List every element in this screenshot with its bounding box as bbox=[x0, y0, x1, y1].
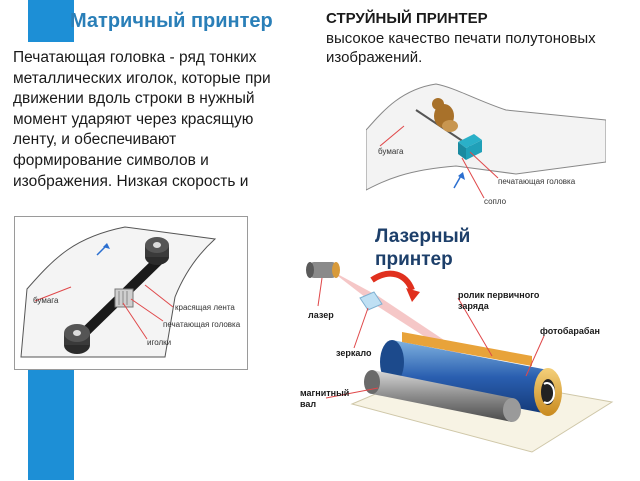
laser-roller-pointer bbox=[457, 297, 493, 357]
inkjet-head-pointer bbox=[469, 151, 499, 179]
matrix-printer-figure: бумага красящая лента печатающая головка… bbox=[14, 216, 248, 370]
laser-rotation-arrow bbox=[370, 270, 415, 292]
matrix-paper-label: бумага bbox=[33, 296, 59, 305]
laser-charge-roller bbox=[402, 332, 532, 366]
laser-drum-label: фотобарабан bbox=[540, 326, 600, 336]
matrix-ribbon-label: красящая лента bbox=[175, 303, 235, 312]
laser-mirror bbox=[359, 291, 383, 311]
matrix-top-reel bbox=[145, 237, 169, 265]
matrix-ribbon-pointer bbox=[144, 284, 174, 308]
inkjet-printed-bear bbox=[432, 98, 458, 132]
matrix-printer-title: Матричный принтер bbox=[70, 10, 273, 32]
inkjet-nozzle-label: сопло bbox=[484, 197, 507, 206]
laser-mirror-label: зеркало bbox=[336, 348, 372, 358]
accent-bar-top bbox=[28, 0, 74, 42]
laser-emitter-label: лазер bbox=[308, 310, 334, 320]
matrix-paper-pointer bbox=[34, 286, 72, 302]
laser-drum-pointer bbox=[525, 335, 545, 377]
laser-magnetic-pointer bbox=[325, 387, 379, 399]
inkjet-print-head bbox=[458, 134, 482, 160]
matrix-bottom-reel bbox=[64, 324, 90, 354]
matrix-head-pointer bbox=[130, 298, 164, 322]
inkjet-printer-description: высокое качество печати полутоновых изоб… bbox=[326, 30, 596, 66]
matrix-print-head bbox=[114, 288, 134, 308]
inkjet-printer-figure: бумага печатающая головка сопло bbox=[365, 70, 607, 210]
laser-printer-title: Лазерный принтер bbox=[375, 226, 471, 270]
laser-beam bbox=[330, 270, 462, 358]
matrix-needles-label: иголки bbox=[147, 338, 171, 347]
inkjet-head-label: печатающая головка bbox=[498, 177, 576, 186]
inkjet-printer-title: СТРУЙНЫЙ ПРИНТЕР bbox=[326, 10, 488, 27]
laser-emitter-pointer bbox=[317, 277, 323, 307]
laser-emitter bbox=[306, 262, 340, 278]
accent-bar-bottom bbox=[28, 368, 74, 480]
inkjet-paper-sheet bbox=[365, 83, 607, 191]
laser-mirror-pointer bbox=[353, 307, 369, 349]
matrix-head-label: печатающая головка bbox=[163, 320, 241, 329]
matrix-needles-pointer bbox=[122, 302, 148, 340]
inkjet-paper-label: бумага bbox=[378, 147, 404, 156]
matrix-printer-description: Печатающая головка - ряд тонких металлич… bbox=[13, 49, 271, 190]
inkjet-paper-pointer bbox=[379, 125, 405, 147]
inkjet-nozzle-pointer bbox=[461, 157, 485, 199]
